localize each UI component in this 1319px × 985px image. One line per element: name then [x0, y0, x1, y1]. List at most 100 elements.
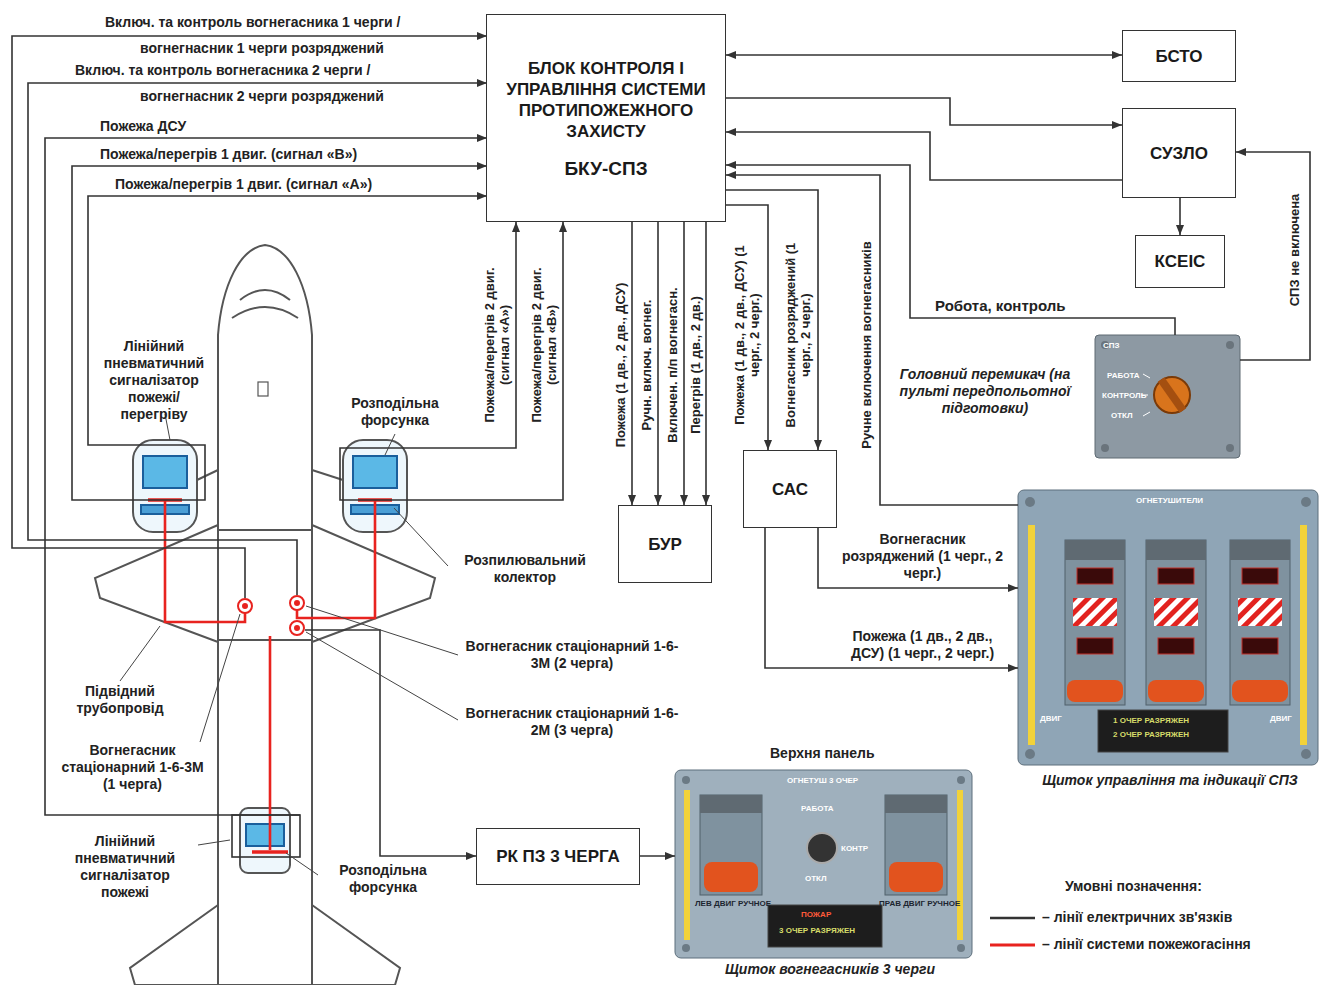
fire-pipes	[252, 850, 288, 854]
aircraft	[353, 456, 397, 488]
control-panel	[1300, 525, 1307, 745]
aircraft	[312, 525, 435, 642]
panel-text: РАБОТА	[1107, 371, 1140, 380]
top-panel	[700, 795, 762, 813]
fire-pipes	[297, 500, 375, 618]
process-box: САС	[743, 450, 837, 528]
switch-panel	[1154, 377, 1190, 413]
leader-line	[198, 840, 230, 845]
control-panel: ОГНЕТУШ 3 ОЧЕРРАБОТАКОНТРОТКЛЛЕВ ДВИГ РУ…	[675, 770, 972, 960]
switch-panel	[1226, 341, 1234, 349]
connector-label: Вогнегасник розряджений (1 черг., 2 черг…	[835, 531, 1010, 582]
leader-line	[306, 606, 458, 655]
aircraft	[95, 525, 218, 642]
process-box: СУЗЛО	[1122, 108, 1236, 198]
aircraft	[240, 808, 290, 873]
panel-text: 3 ОЧЕР РАЗРЯЖЕН	[779, 926, 855, 935]
extinguisher-button	[1146, 540, 1206, 705]
signal-wire	[232, 815, 300, 857]
legend-sample	[990, 917, 1035, 920]
box-label: СУЗЛО	[1150, 143, 1208, 164]
control-panel	[1301, 749, 1311, 759]
panel-text: ОГНЕТУШИТЕЛИ	[1136, 496, 1203, 505]
legend-text: – лінії системи пожежогасіння	[1042, 936, 1251, 953]
extinguisher-button	[1067, 680, 1123, 702]
extinguisher	[238, 596, 304, 635]
connector-label: Пожежа (1 дв., 2 дв., ДСУ)	[613, 283, 628, 448]
panel-text: 1 ОЧЕР РАЗРЯЖЕН	[1113, 716, 1189, 725]
top-panel	[768, 905, 882, 947]
connector	[726, 54, 1122, 56]
signal-name: Включ. та контроль вогнегасника 1 черги …	[105, 14, 400, 31]
aircraft	[218, 529, 312, 531]
aircraft	[312, 905, 400, 985]
legend-text: – лінії електричних зв'язків	[1042, 909, 1232, 926]
box-label: РК ПЗ 3 ЧЕРГА	[496, 846, 620, 867]
extinguisher-button	[1148, 680, 1204, 702]
control-panel	[1025, 497, 1035, 507]
connector-label: Включен. п/п вогнегасн.	[665, 287, 680, 442]
leader-line	[120, 626, 160, 681]
extinguisher-button	[1154, 598, 1198, 626]
aircraft	[232, 307, 298, 318]
extinguisher-button	[1065, 540, 1125, 705]
connector	[726, 190, 818, 450]
part-name: Розподільна форсунка	[335, 395, 455, 429]
box-label: БЛОК КОНТРОЛЯ І УПРАВЛІННЯ СИСТЕМИ ПРОТИ…	[495, 58, 717, 142]
switch-panel	[1143, 374, 1150, 378]
process-box: БСТО	[1122, 30, 1236, 82]
control-panel	[1018, 490, 1318, 765]
aircraft	[130, 905, 218, 985]
leader-line	[394, 508, 448, 566]
switch-panel	[1158, 377, 1186, 413]
aircraft	[246, 824, 284, 846]
aircraft	[240, 290, 290, 300]
switch-panel	[1101, 444, 1109, 452]
top-panel	[807, 833, 837, 863]
panel-text: ОГНЕТУШ 3 ОЧЕР	[787, 776, 858, 785]
extinguisher-button	[1242, 568, 1278, 584]
control-panel	[1018, 490, 1318, 765]
panel-text: ДВИГ	[1270, 714, 1292, 723]
panel-text: ПРАВ ДВИГ РУЧНОЕ	[879, 899, 960, 908]
signal-name: вогнегнасник 2 черги розряджений	[140, 88, 384, 105]
panel-text: ЛЕВ ДВИГ РУЧНОЕ	[695, 899, 771, 908]
panel-text: ДВИГ	[1040, 714, 1062, 723]
fire-pipes	[148, 500, 392, 852]
extinguisher-button	[1077, 638, 1113, 654]
process-box: КСЕІС	[1135, 235, 1225, 288]
signal-wire	[12, 36, 563, 857]
connector-label: Ручне включення вогнегасників	[859, 241, 874, 448]
extinguisher-button	[1158, 638, 1194, 654]
extinguisher-button	[1242, 638, 1278, 654]
connector	[640, 855, 675, 857]
control-panel: СПЗРАБОТАКОНТРОЛЬОТКЛ	[1095, 335, 1240, 458]
signal-wire	[12, 36, 487, 598]
signal-name: вогнегнасник 1 черги розряджений	[140, 40, 384, 57]
connector	[765, 528, 1018, 668]
signal-name: Пожежа/перегрів 1 двиг. (сигнал «В»)	[100, 146, 357, 163]
process-box: БЛОК КОНТРОЛЯ І УПРАВЛІННЯ СИСТЕМИ ПРОТИ…	[486, 14, 726, 222]
process-box: БУР	[618, 505, 712, 583]
connector-label: Пожежа (1 дв., 2 дв., ДСУ) (1 черг., 2 ч…	[835, 628, 1010, 662]
aircraft	[143, 456, 187, 488]
process-box: РК ПЗ 3 ЧЕРГА	[476, 828, 640, 885]
panel-text: РАБОТА	[801, 804, 834, 813]
signal-wire	[45, 138, 487, 815]
connector-label: Пожежа (1 дв., 2 дв., ДСУ) (1 черг., 2 ч…	[732, 235, 762, 435]
connector-label: СПЗ не включена	[1287, 194, 1302, 307]
connector	[657, 222, 659, 505]
part-name: Вогнегасник стаціонарний 1-6-2М (3 черга…	[462, 705, 682, 739]
top-panel	[957, 790, 963, 940]
panel-text: ОТКЛ	[805, 874, 827, 883]
top-panel	[885, 795, 947, 895]
signal-name: Пожежа/перегрів 2 двиг. (сигнал «А»)	[482, 265, 512, 425]
signal-wire	[305, 630, 476, 856]
control-panel	[1098, 710, 1228, 752]
extinguisher-button	[1065, 540, 1290, 705]
extinguisher-button	[1232, 680, 1288, 702]
part-name: Вогнегасник стаціонарний 1-6-3М (1 черга…	[55, 742, 210, 793]
part-name: Головний перемикач (на пульті передпольо…	[885, 366, 1085, 417]
extinguisher-button	[1238, 598, 1282, 626]
